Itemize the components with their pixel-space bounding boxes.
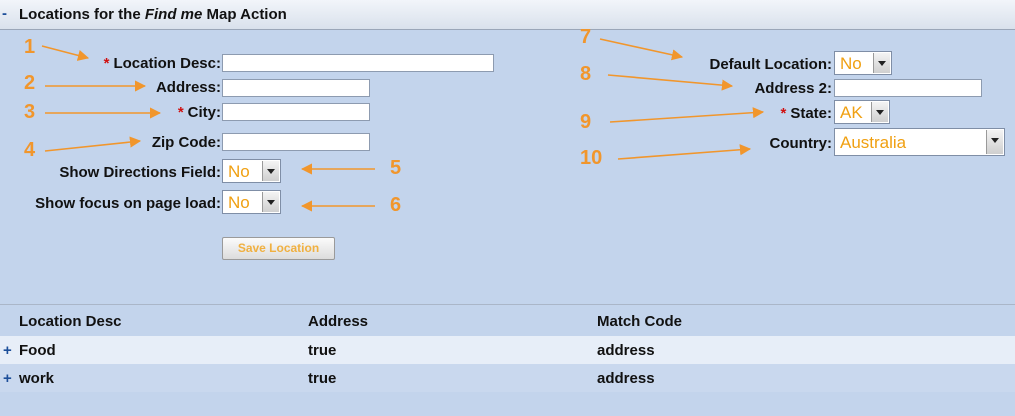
show-focus-label: Show focus on page load: bbox=[35, 195, 221, 212]
column-header-address[interactable]: Address bbox=[308, 313, 369, 330]
callout-8: 8 bbox=[580, 63, 592, 85]
callout-arrow-8 bbox=[607, 74, 734, 91]
city-label: *City: bbox=[177, 104, 221, 121]
table-row[interactable]: + work true address bbox=[0, 364, 1015, 392]
callout-arrow-7 bbox=[599, 38, 684, 61]
callout-9: 9 bbox=[580, 111, 592, 133]
show-focus-select[interactable]: No bbox=[222, 190, 281, 214]
table-row[interactable]: + Food true address bbox=[0, 336, 1015, 364]
cell-match-code: address bbox=[597, 342, 655, 359]
country-value: Australia bbox=[840, 133, 907, 152]
country-select[interactable]: Australia bbox=[834, 128, 1005, 156]
cell-location-desc: Food bbox=[19, 342, 56, 359]
city-input[interactable] bbox=[222, 103, 370, 121]
address-2-label: Address 2: bbox=[754, 80, 832, 97]
column-header-location-desc[interactable]: Location Desc bbox=[19, 313, 122, 330]
callout-arrow-4 bbox=[44, 136, 142, 152]
location-desc-input[interactable] bbox=[222, 54, 494, 72]
zip-code-input[interactable] bbox=[222, 133, 370, 151]
country-label: Country: bbox=[769, 135, 833, 152]
cell-address: true bbox=[308, 342, 337, 359]
callout-2: 2 bbox=[24, 72, 36, 94]
section-header: - Locations for the Find me Map Action bbox=[0, 0, 1015, 30]
callout-arrow-9 bbox=[609, 107, 765, 123]
collapse-toggle[interactable]: - bbox=[2, 5, 7, 22]
show-directions-select[interactable]: No bbox=[222, 159, 281, 183]
default-location-select[interactable]: No bbox=[834, 51, 892, 75]
callout-3: 3 bbox=[24, 101, 36, 123]
state-value: AK bbox=[840, 103, 863, 122]
show-directions-value: No bbox=[228, 162, 250, 181]
callout-arrow-10 bbox=[617, 144, 752, 160]
callout-1: 1 bbox=[24, 36, 36, 58]
show-focus-value: No bbox=[228, 193, 250, 212]
zip-code-label: Zip Code: bbox=[151, 134, 221, 151]
callout-5: 5 bbox=[390, 157, 402, 179]
default-location-label: Default Location: bbox=[709, 56, 833, 73]
callout-arrow-1 bbox=[41, 45, 90, 61]
chevron-down-icon[interactable] bbox=[986, 130, 1003, 154]
callout-7: 7 bbox=[580, 26, 592, 48]
chevron-down-icon[interactable] bbox=[262, 192, 279, 212]
expand-row-icon[interactable]: + bbox=[3, 342, 12, 359]
address-input[interactable] bbox=[222, 79, 370, 97]
show-directions-label: Show Directions Field: bbox=[59, 164, 221, 181]
save-location-button[interactable]: Save Location bbox=[222, 237, 335, 260]
address-label: Address: bbox=[155, 79, 221, 96]
cell-match-code: address bbox=[597, 370, 655, 387]
section-title: Locations for the Find me Map Action bbox=[19, 6, 287, 23]
cell-location-desc: work bbox=[19, 370, 55, 387]
required-marker: * bbox=[177, 104, 184, 121]
expand-row-icon[interactable]: + bbox=[3, 370, 12, 387]
location-desc-label: *Location Desc: bbox=[103, 55, 221, 72]
state-select[interactable]: AK bbox=[834, 100, 890, 124]
state-label: *State: bbox=[780, 105, 832, 122]
callout-6: 6 bbox=[390, 194, 402, 216]
table-header: Location Desc Address Match Code bbox=[0, 305, 1015, 335]
callout-4: 4 bbox=[24, 139, 36, 161]
callout-10: 10 bbox=[580, 147, 603, 169]
required-marker: * bbox=[103, 55, 110, 72]
column-header-match-code[interactable]: Match Code bbox=[597, 313, 683, 330]
required-marker: * bbox=[780, 105, 787, 122]
chevron-down-icon[interactable] bbox=[262, 161, 279, 181]
default-location-value: No bbox=[840, 54, 862, 73]
chevron-down-icon[interactable] bbox=[873, 53, 890, 73]
cell-address: true bbox=[308, 370, 337, 387]
address-2-input[interactable] bbox=[834, 79, 982, 97]
chevron-down-icon[interactable] bbox=[871, 102, 888, 122]
divider bbox=[0, 304, 1015, 305]
